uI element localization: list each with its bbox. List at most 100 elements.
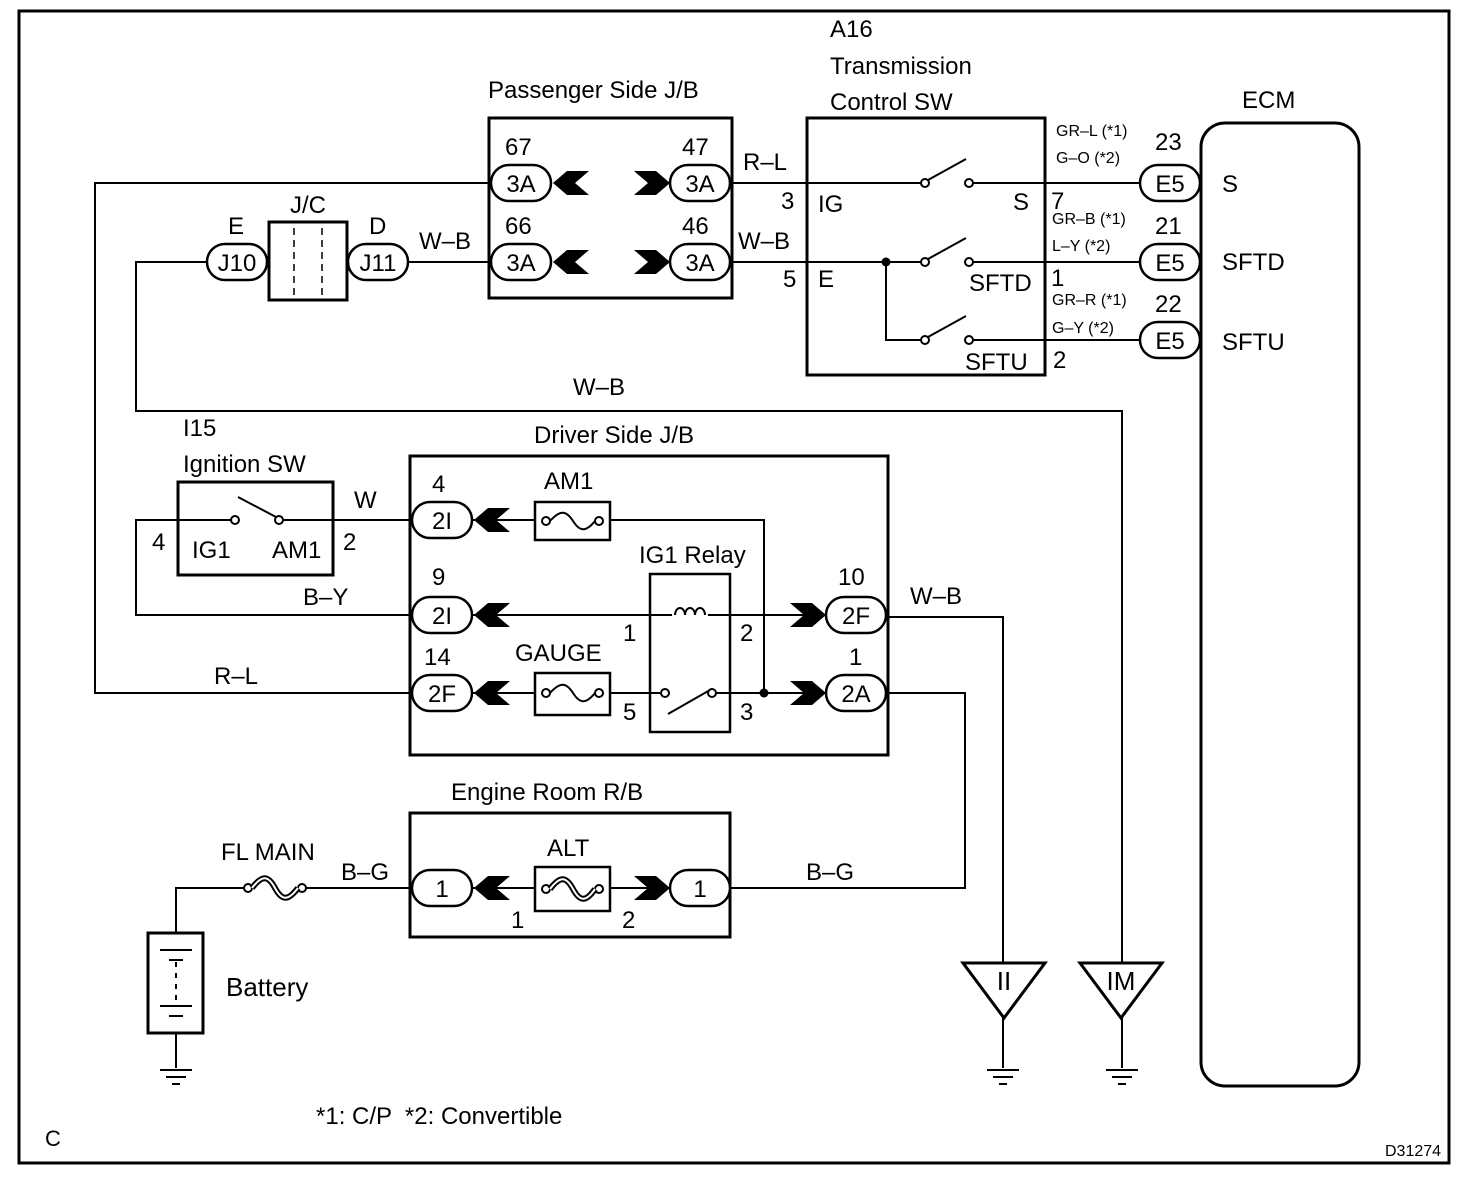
- ground-label: IM: [1107, 966, 1136, 996]
- tsw-pin: 5: [783, 266, 796, 293]
- ecm-wire-color: G–O (*2): [1056, 150, 1120, 167]
- passenger-jb-title: Passenger Side J/B: [488, 77, 699, 104]
- terminal-right-arrow-icon: [790, 681, 826, 705]
- fuse-alt-label: ALT: [547, 835, 590, 862]
- fusible-link-icon-inner: [549, 878, 596, 900]
- connector-2i: [410, 595, 474, 635]
- relay-pin: 3: [740, 699, 753, 726]
- terminal-left-arrow-icon: [474, 681, 510, 705]
- transmission-control-switch: A16 Transmission Control SW IG E S SFTD …: [781, 16, 1066, 377]
- diagram-frame: [17, 9, 1451, 1165]
- ignition-switch: I15 Ignition SW IG1 AM1 4 2: [152, 415, 356, 577]
- ground-label: II: [997, 966, 1011, 996]
- tsw-pin: 2: [1053, 347, 1066, 374]
- terminal-left-arrow-icon: [474, 876, 510, 900]
- wire-label-w-b: W–B: [419, 228, 471, 255]
- ecm-pin: 21: [1155, 213, 1182, 240]
- wire-label-r-l: R–L: [214, 663, 258, 690]
- connector-1: [410, 868, 474, 908]
- connector-label: E5: [1155, 171, 1184, 198]
- ecm-terminal-s: S: [1222, 171, 1238, 198]
- wire-label-r-l: R–L: [743, 149, 787, 176]
- ig1-relay: [648, 572, 732, 734]
- connector-label: 2F: [428, 681, 456, 708]
- wire-battery-plus: [175, 887, 245, 935]
- ign-code: I15: [183, 415, 216, 442]
- tsw-box: [805, 116, 1047, 377]
- connector-3a: [489, 163, 553, 203]
- fuse-terminal: [594, 516, 604, 526]
- pin-number: 4: [432, 471, 445, 498]
- switch-contact: [230, 515, 240, 525]
- switch-contact: [964, 178, 974, 188]
- wire-djb-am1-right: [610, 519, 765, 693]
- ecm-wire-color: G–Y (*2): [1052, 320, 1114, 337]
- connector-label: J11: [360, 250, 397, 277]
- connector-3a: [489, 242, 553, 282]
- ground-point-im: [1077, 961, 1165, 1021]
- fusible-link-icon-inner: [251, 877, 299, 899]
- tsw-code: A16: [830, 16, 873, 43]
- rb-pin: 2: [622, 907, 635, 934]
- connector-j10: [205, 242, 269, 282]
- engine-rb-box: [408, 811, 732, 939]
- wire-w-b-ground-ii: [888, 616, 1004, 965]
- switch-blade: [667, 689, 711, 715]
- wire-label-w-b: W–B: [573, 374, 625, 401]
- fuse-element-icon: [549, 511, 596, 531]
- switch-blade: [927, 237, 967, 260]
- terminal-left-arrow-icon: [474, 603, 510, 627]
- footnote: *1: C/P *2: Convertible: [316, 1103, 562, 1130]
- tsw-terminal-s: S: [1013, 189, 1029, 216]
- connector-label: J10: [218, 250, 257, 277]
- terminal-left-arrow-icon: [553, 171, 589, 195]
- engine-room-rb: Engine Room R/B 1 1 ALT 1 2: [408, 779, 732, 939]
- wire-label-b-y: B–Y: [303, 584, 348, 611]
- wire-label-b-g: B–G: [341, 859, 389, 886]
- figure-code: D31274: [1385, 1143, 1441, 1160]
- connector-2i: [410, 500, 474, 540]
- connector-e5: [1138, 163, 1202, 203]
- engine-rb-title: Engine Room R/B: [451, 779, 643, 806]
- connector-e5: [1138, 242, 1202, 282]
- relay-pin: 1: [623, 620, 636, 647]
- fuse-terminal: [594, 688, 604, 698]
- relay-pin: 2: [740, 620, 753, 647]
- switch-contact: [964, 335, 974, 345]
- connector-label: 2I: [432, 603, 452, 630]
- tsw-terminal-ig: IG: [818, 191, 843, 218]
- switch-contact: [964, 257, 974, 267]
- connector-label: 1: [693, 876, 706, 903]
- grounds: II IM: [160, 961, 1165, 1085]
- pin-number: 47: [682, 134, 709, 161]
- wire-b-g-return: [730, 692, 966, 889]
- connector-j11: [346, 242, 410, 282]
- jc-title: J/C: [290, 192, 326, 219]
- tsw-pin: 7: [1051, 188, 1064, 215]
- switch-blade: [237, 496, 277, 518]
- connector-label: E5: [1155, 328, 1184, 355]
- wire-labels: R–L W–B W–B W–B W B–Y R–L W–B B–G B–G: [214, 149, 962, 886]
- tsw-name: Control SW: [830, 89, 953, 116]
- connector-label: E5: [1155, 250, 1184, 277]
- wire-label-w-b: W–B: [910, 583, 962, 610]
- terminal-right-arrow-icon: [634, 250, 670, 274]
- ecm-wire-color: L–Y (*2): [1052, 238, 1110, 255]
- wires: [94, 182, 1140, 1068]
- connector-label: 3A: [506, 250, 535, 277]
- ecm-box: [1199, 121, 1361, 1088]
- fuse-am1-label: AM1: [544, 468, 593, 495]
- connector-label: 2F: [842, 603, 870, 630]
- wire-label-w: W: [354, 487, 377, 514]
- connector-label: 2I: [432, 508, 452, 535]
- pin-number: 9: [432, 564, 445, 591]
- terminal-left-arrow-icon: [474, 508, 510, 532]
- connector-2f: [410, 673, 474, 713]
- fuse-terminal: [541, 688, 551, 698]
- ecm-pin: 23: [1155, 129, 1182, 156]
- fuse-element-icon: [549, 683, 596, 703]
- ecm-terminal-sftu: SFTU: [1222, 329, 1285, 356]
- terminal-right-arrow-icon: [634, 876, 670, 900]
- tsw-pin: 1: [1051, 265, 1064, 292]
